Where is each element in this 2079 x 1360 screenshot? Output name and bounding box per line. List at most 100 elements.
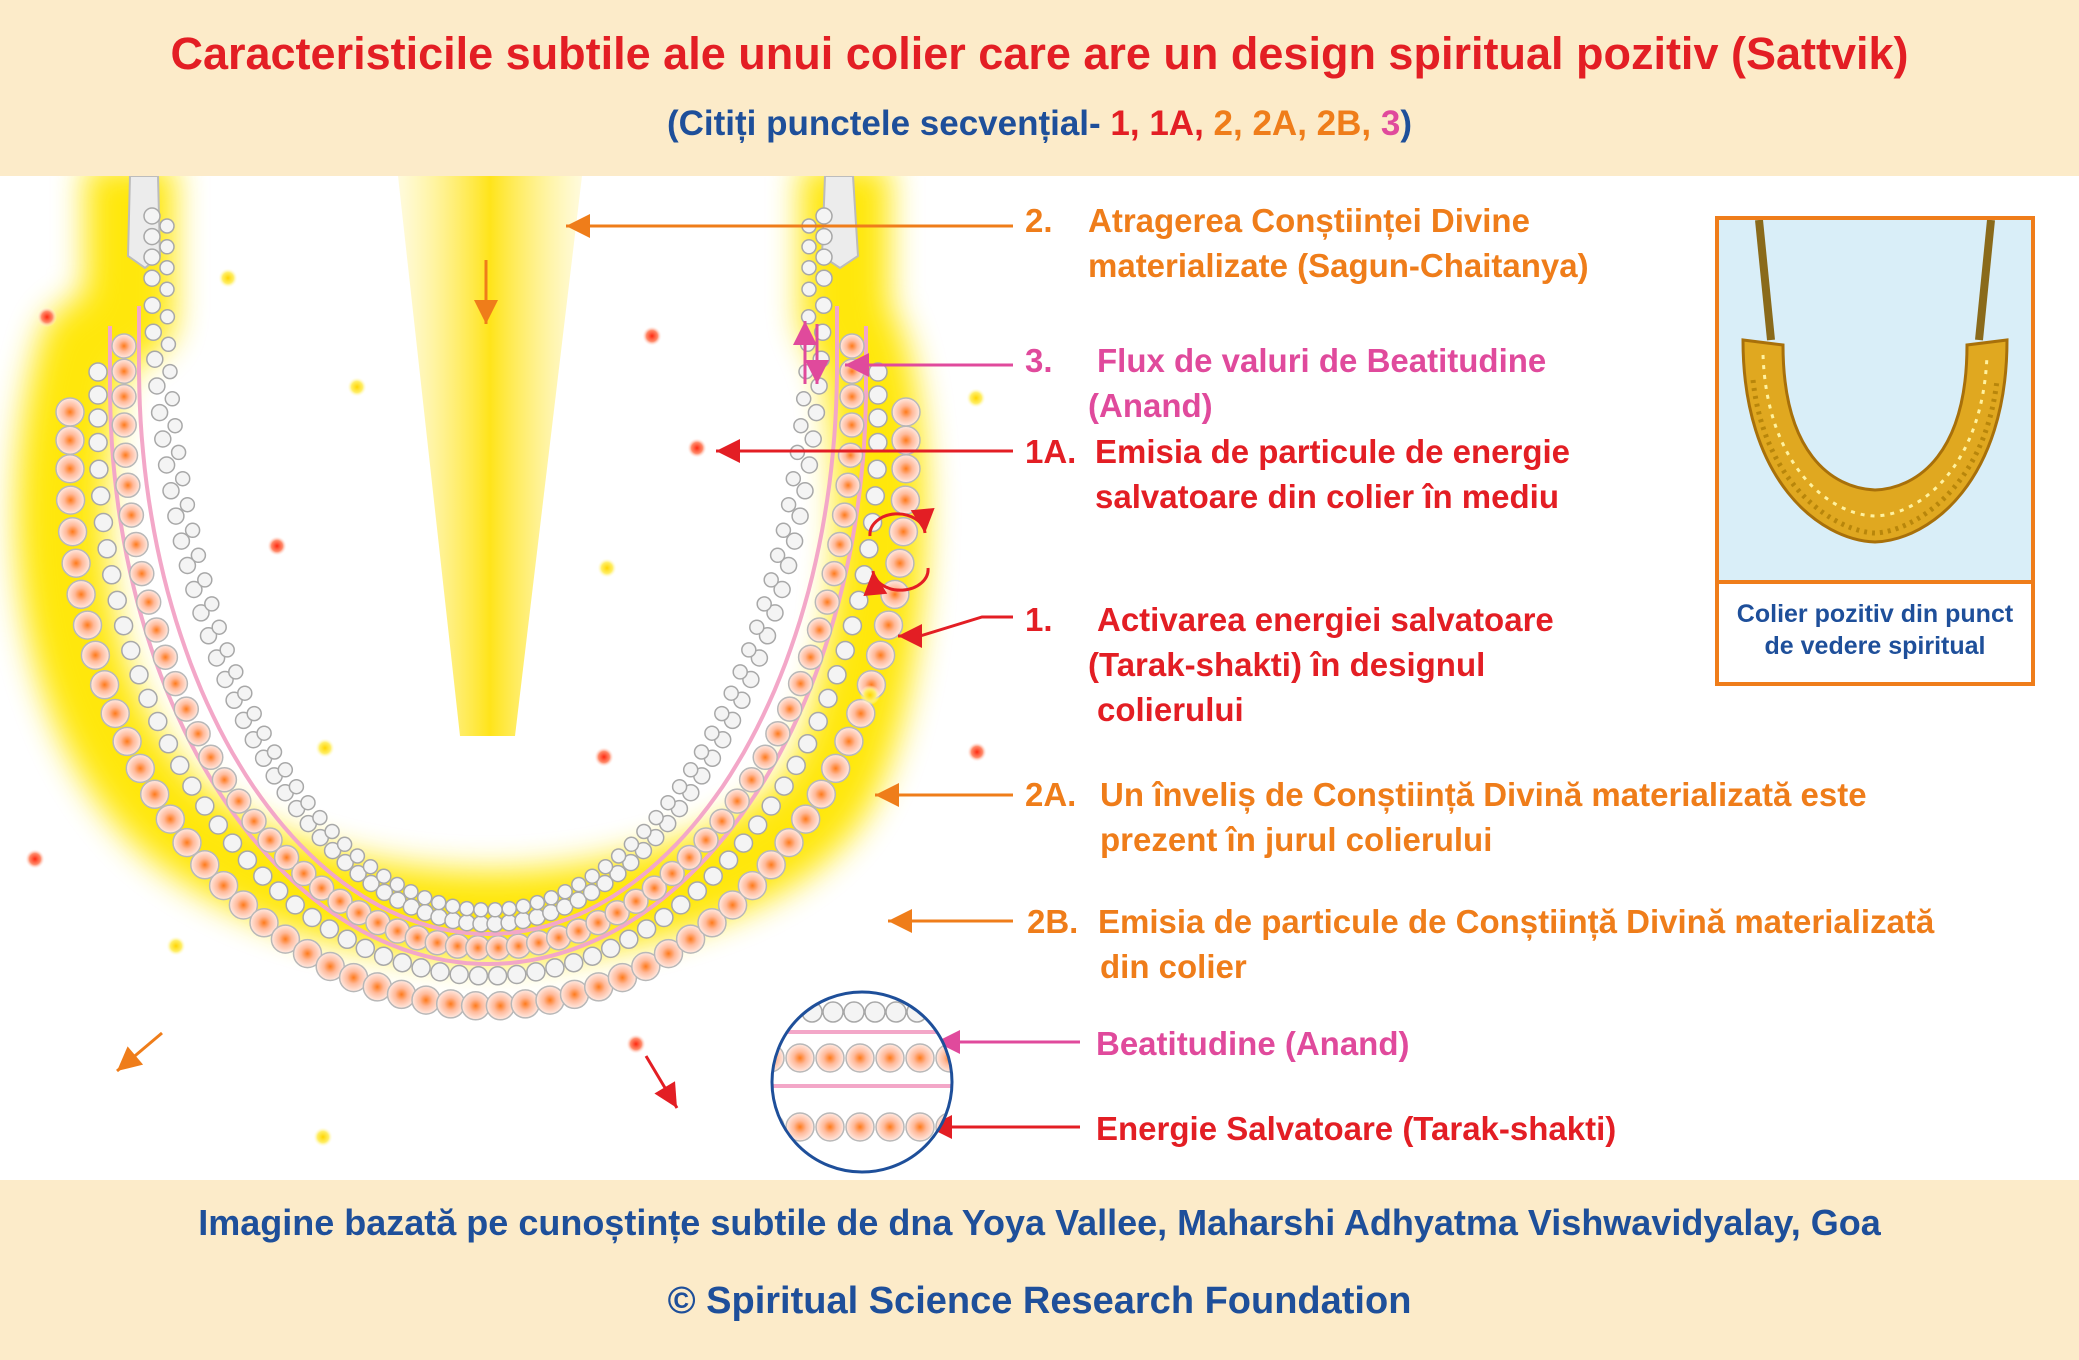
white-bead xyxy=(325,825,339,839)
energy-bead xyxy=(778,697,802,721)
white-bead xyxy=(375,947,393,965)
white-bead xyxy=(855,566,873,584)
chaitanya-particle xyxy=(347,377,367,397)
white-bead xyxy=(688,882,706,900)
energy-bead xyxy=(57,486,85,514)
energy-bead xyxy=(828,533,852,557)
energy-bead xyxy=(130,562,154,586)
white-bead xyxy=(720,851,738,869)
chaitanya-particle xyxy=(597,558,617,578)
label-2b-line2: din colier xyxy=(1100,944,1247,989)
energy-bead xyxy=(906,1113,934,1141)
white-bead xyxy=(705,726,719,740)
white-bead xyxy=(171,756,189,774)
white-bead xyxy=(431,963,449,981)
white-bead xyxy=(715,707,729,721)
white-bead xyxy=(869,386,887,404)
white-bead xyxy=(836,642,854,660)
header-band xyxy=(0,0,2079,176)
white-bead xyxy=(393,954,411,972)
energy-bead xyxy=(886,549,914,577)
white-bead xyxy=(724,686,738,700)
energy-particle xyxy=(687,438,707,458)
energy-bead xyxy=(156,805,184,833)
energy-bead xyxy=(114,443,138,467)
white-bead xyxy=(661,796,675,810)
energy-bead xyxy=(816,1113,844,1141)
white-bead xyxy=(474,903,488,917)
energy-bead xyxy=(112,334,136,358)
white-bead xyxy=(558,885,572,899)
energy-bead xyxy=(753,745,777,769)
white-bead xyxy=(89,434,107,452)
energy-bead xyxy=(91,671,119,699)
white-bead xyxy=(356,939,374,957)
white-bead xyxy=(159,457,175,473)
white-bead xyxy=(502,902,516,916)
label-1-number: 1. xyxy=(1025,597,1053,642)
energy-bead xyxy=(822,562,846,586)
subtitle-prefix: (Citiți punctele secvențial- xyxy=(667,104,1110,143)
energy-bead xyxy=(816,1044,844,1072)
energy-particle xyxy=(25,849,45,869)
label-3-number: 3. xyxy=(1025,338,1053,383)
energy-bead xyxy=(74,611,102,639)
label-1a-line1: Emisia de particule de energie xyxy=(1095,429,1570,474)
white-bead xyxy=(94,514,112,532)
energy-bead xyxy=(835,727,863,755)
white-bead xyxy=(144,229,160,245)
white-bead xyxy=(161,337,175,351)
legend-energy-label: Energie Salvatoare (Tarak-shakti) xyxy=(1096,1106,1616,1151)
white-bead xyxy=(844,1002,864,1022)
white-bead xyxy=(802,240,816,254)
white-bead xyxy=(168,508,184,524)
white-bead xyxy=(229,665,243,679)
white-bead xyxy=(816,297,832,313)
white-bead xyxy=(749,816,767,834)
energy-bead xyxy=(412,986,440,1014)
white-bead xyxy=(338,837,352,851)
white-bead xyxy=(147,351,163,367)
energy-bead xyxy=(186,722,210,746)
seq-item-1: 1 xyxy=(1110,104,1129,143)
white-bead xyxy=(546,959,564,977)
white-bead xyxy=(624,837,638,851)
label-2a-number: 2A. xyxy=(1025,772,1076,817)
energy-bead xyxy=(807,780,835,808)
white-bead xyxy=(89,363,107,381)
label-2-line1: Atragerea Conștiinței Divine xyxy=(1088,198,1530,243)
energy-bead xyxy=(116,473,140,497)
energy-particle xyxy=(626,1034,646,1054)
white-bead xyxy=(733,665,747,679)
white-bead xyxy=(432,896,446,910)
white-bead xyxy=(565,954,583,972)
white-bead xyxy=(811,378,827,394)
white-bead xyxy=(180,498,194,512)
energy-bead xyxy=(775,829,803,857)
white-bead xyxy=(489,967,507,985)
energy-bead xyxy=(56,398,84,426)
white-bead xyxy=(488,903,502,917)
energy-bead xyxy=(876,1044,904,1072)
white-bead xyxy=(144,270,160,286)
white-bead xyxy=(868,460,886,478)
energy-bead xyxy=(710,809,734,833)
white-bead xyxy=(620,930,638,948)
white-bead xyxy=(527,963,545,981)
white-bead xyxy=(160,261,174,275)
energy-bead xyxy=(536,986,564,1014)
energy-bead xyxy=(486,992,514,1020)
energy-bead xyxy=(126,754,154,782)
energy-bead xyxy=(59,518,87,546)
energy-bead xyxy=(437,990,465,1018)
energy-bead xyxy=(846,1044,874,1072)
energy-bead xyxy=(757,851,785,879)
white-bead xyxy=(816,208,832,224)
white-bead xyxy=(583,947,601,965)
reading-order-subtitle: (Citiți punctele secvențial- 1, 1A, 2, 2… xyxy=(0,104,2079,144)
energy-particle xyxy=(267,536,287,556)
white-bead xyxy=(289,780,303,794)
white-bead xyxy=(869,409,887,427)
white-bead xyxy=(809,713,827,731)
energy-bead xyxy=(112,413,136,437)
